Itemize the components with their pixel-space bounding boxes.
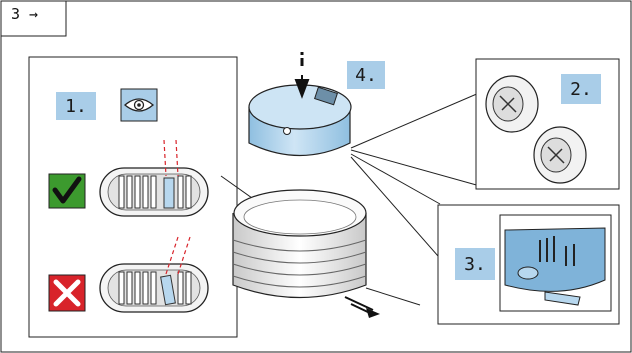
housing-lid [248, 52, 352, 156]
module-part-b [533, 126, 587, 184]
step-label-1: 1. [56, 92, 96, 120]
step-label-4: 4. [347, 61, 385, 89]
connector-correct [99, 139, 209, 217]
detail-closeup [499, 214, 612, 312]
cross-icon [48, 274, 86, 312]
step-label-2: 2. [561, 74, 601, 104]
module-part-a [485, 75, 539, 133]
checkmark-icon [48, 173, 86, 209]
step-reference: 3 → [11, 5, 39, 23]
step-label-3: 3. [455, 248, 495, 280]
eye-icon [120, 88, 158, 122]
connector-incorrect [99, 236, 209, 313]
housing-base [232, 189, 421, 318]
